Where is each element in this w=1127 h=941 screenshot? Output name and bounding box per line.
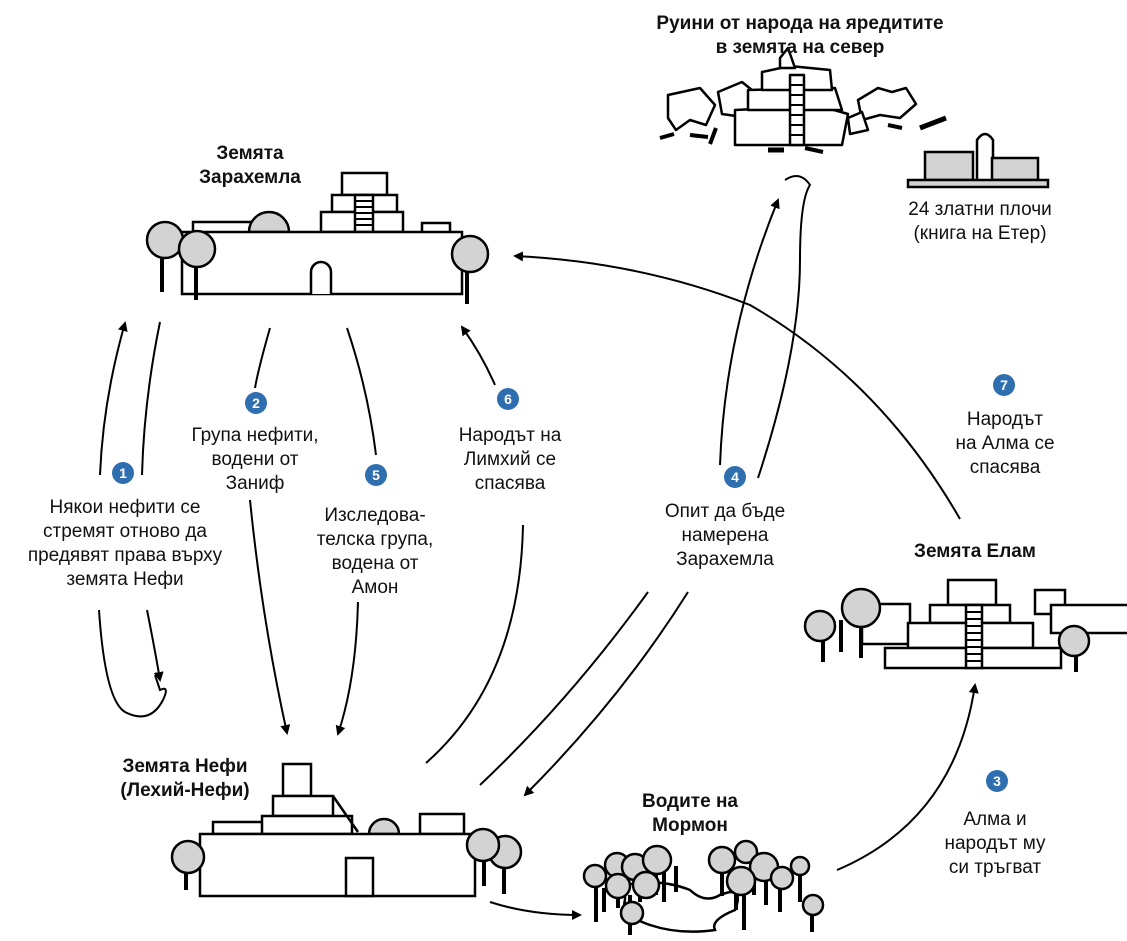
zarahemla-title-line2: Зарахемла [199, 167, 301, 188]
journey-2-label: Група нефити, водени от Заниф [170, 424, 340, 496]
zarahemla-city-illustration [145, 171, 490, 304]
journey-5-label: Изследова- телска група, водена от Амон [300, 504, 450, 600]
journey-3-label: Алма и народът му си тръгват [935, 808, 1055, 880]
path-1-up-arrow [99, 321, 128, 476]
gold-plates-label: 24 златни плочи (книга на Етер) [880, 198, 1080, 246]
journey-6-badge: 6 [497, 388, 519, 410]
journey-7-label: Народът на Алма се спасява [935, 408, 1075, 480]
journey-1-badge: 1 [112, 462, 134, 484]
path-5-arrow [335, 601, 359, 736]
journey-6-line1: Народът на [458, 425, 562, 446]
helam-title-line1: Земята Елам [914, 541, 1036, 562]
journey-1-line4: земята Нефи [66, 569, 184, 590]
path-6-line [425, 524, 524, 764]
journey-2-line1: Група нефити, [191, 425, 319, 446]
journey-1-line3: предявят права върху [27, 545, 223, 566]
journey-5-line1: Изследова- [324, 505, 426, 526]
helam-title: Земята Елам [890, 540, 1060, 564]
journey-3-badge: 3 [986, 770, 1008, 792]
zarahemla-title: Земята Зарахемла [180, 142, 320, 190]
journey-5-line4: Амон [351, 577, 399, 598]
path-6-arrow [460, 325, 496, 386]
north-ruins-title-line1: Руини от народа на яредитите [656, 13, 944, 34]
gold-plates-illustration [906, 132, 1050, 189]
nephi-city-illustration [170, 762, 523, 898]
journey-4-line2: намерена [681, 525, 769, 546]
path-1-lower-arrow [146, 609, 164, 682]
path-1-down-line [141, 321, 161, 476]
journey-7-badge: 7 [993, 374, 1015, 396]
journey-7-line1: Народът [966, 409, 1044, 430]
journey-6-line3: спасява [474, 473, 546, 494]
journey-4-badge: 4 [724, 466, 746, 488]
nephi-title-line1: Земята Нефи [122, 756, 248, 777]
journey-5-line2: телска група, [316, 529, 434, 550]
path-mormon-arrow [489, 901, 582, 920]
nephi-title: Земята Нефи (Лехий-Нефи) [100, 755, 270, 803]
journey-7-line3: спасява [969, 457, 1041, 478]
path-2-line [254, 327, 271, 389]
path-4-down-arrow [523, 591, 689, 797]
journey-4-line3: Зарахемла [676, 549, 774, 570]
mormon-title-line2: Мормон [652, 815, 728, 836]
path-4-down-line-a [479, 591, 649, 786]
path-4-loop-line [757, 175, 812, 479]
journey-1-line1: Някои нефити се [49, 497, 201, 518]
gold-plates-label-line1: 24 златни плочи [908, 199, 1052, 220]
waters-of-mormon-illustration [582, 839, 825, 935]
journey-6-label: Народът на Лимхий се спасява [440, 424, 580, 496]
journey-5-badge: 5 [365, 464, 387, 486]
path-3-arrow [836, 683, 979, 871]
journey-lines [98, 175, 979, 920]
path-1-lower-loop [98, 609, 167, 718]
path-5-line [346, 327, 377, 456]
journey-6-line2: Лимхий се [463, 449, 557, 470]
gold-plates-label-line2: (книга на Етер) [913, 223, 1047, 244]
nephi-title-line2: (Лехий-Нефи) [120, 780, 250, 801]
journey-3-line3: си тръгват [948, 857, 1042, 878]
journey-5-line3: водена от [331, 553, 419, 574]
zarahemla-title-line1: Земята [216, 143, 284, 164]
journey-2-badge: 2 [245, 392, 267, 414]
north-ruins-title: Руини от народа на яредитите в земята на… [600, 12, 1000, 60]
path-2-arrow [249, 499, 291, 735]
north-ruins-title-line2: в земята на север [715, 37, 885, 58]
helam-city-illustration [803, 578, 1127, 672]
journey-2-line2: водени от [211, 449, 299, 470]
journey-3-line1: Алма и [963, 809, 1027, 830]
journey-1-label: Някои нефити се стремят отново да предяв… [10, 496, 240, 592]
journey-4-label: Опит да бъде намерена Зарахемла [640, 500, 810, 572]
mormon-title-line1: Водите на [641, 791, 738, 812]
path-7-arrow [513, 251, 961, 520]
journey-3-line2: народът му [944, 833, 1046, 854]
journey-7-line2: на Алма се [955, 433, 1055, 454]
journey-1-line2: стремят отново да [43, 521, 207, 542]
journey-2-line3: Заниф [225, 473, 285, 494]
jaredite-ruins-illustration [659, 46, 947, 154]
mormon-title: Водите на Мормон [620, 790, 760, 838]
journey-4-line1: Опит да бъде [664, 501, 786, 522]
path-4-up-arrow [719, 198, 780, 466]
